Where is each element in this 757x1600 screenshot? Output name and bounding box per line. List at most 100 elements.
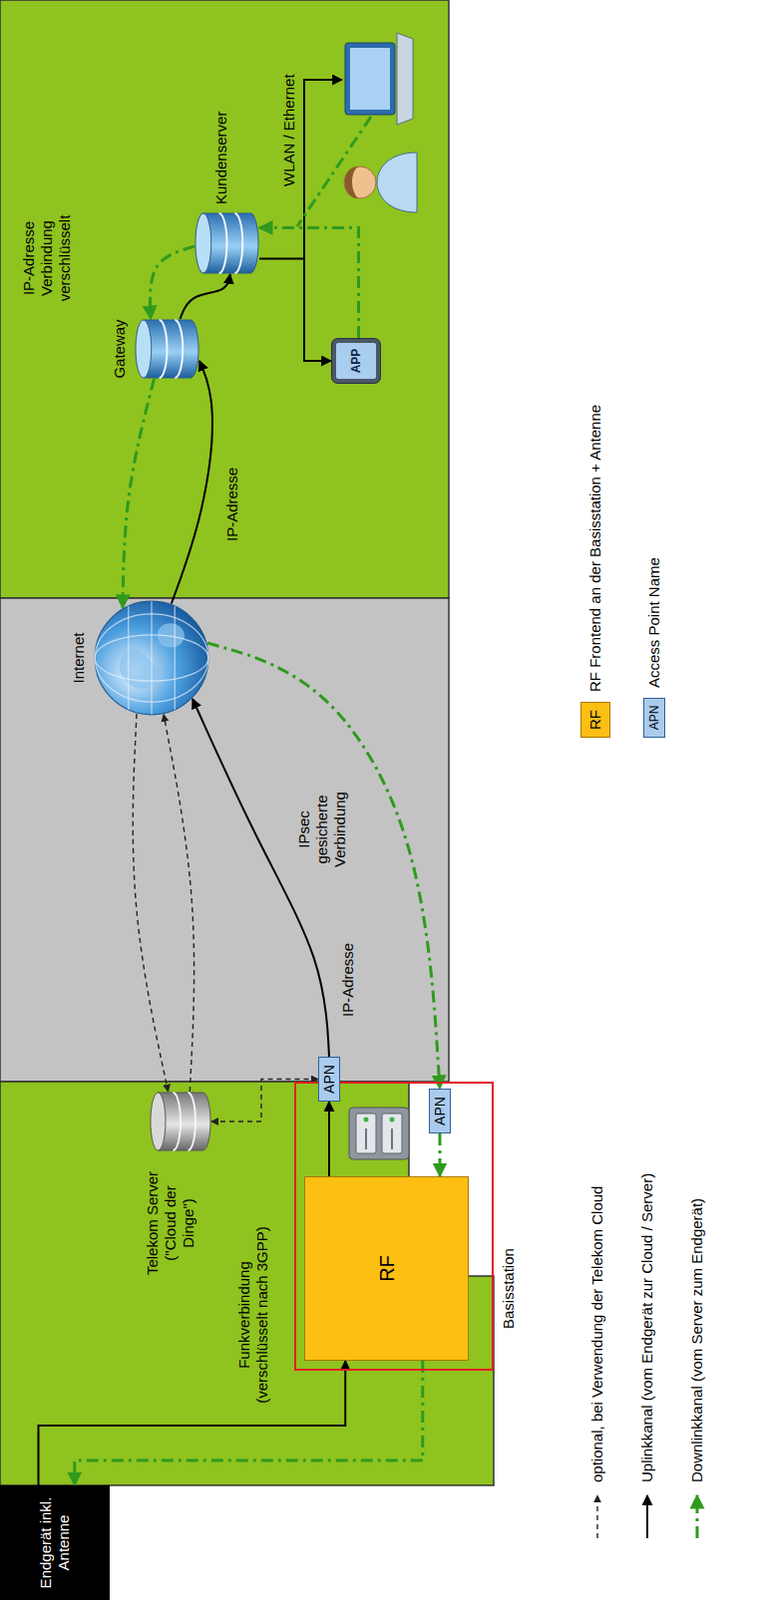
globe-icon [93, 600, 210, 717]
downlink-arrow [207, 643, 440, 1090]
server-slot [365, 1129, 368, 1150]
globe-parallel [127, 606, 129, 711]
node-cylblue: Kundenserver [194, 212, 260, 275]
database-cylinder [149, 1092, 212, 1152]
database-cylinder [134, 319, 200, 379]
cylinder-top [135, 320, 152, 379]
uplink-arrow [38, 1361, 347, 1487]
laptop-screen [345, 42, 395, 115]
laptop-display [350, 47, 390, 110]
downlink-arrow [150, 246, 195, 320]
node-label: Endgerät inkl. Antenne [36, 1494, 73, 1594]
legend-swatch: APN [643, 698, 666, 739]
laptop-icon [345, 32, 413, 125]
downlink-arrow [259, 228, 360, 340]
optional-arrow [163, 715, 195, 1093]
person-hair [345, 166, 360, 199]
server-drive [356, 1114, 377, 1154]
annotation-label: IP-Adresse [339, 943, 358, 1018]
phone-body [332, 339, 381, 384]
customer-panel [0, 0, 449, 599]
node-label: Gateway [110, 319, 129, 379]
uplink-arrow [192, 699, 330, 1058]
node-label: Telekom Server ("Cloud der Dinge") [143, 1159, 198, 1288]
legend-text: Downlinkkanal (vom Server zum Endgerät) [688, 1198, 707, 1484]
legend-text: Uplinkkanal (vom Endgerät zur Cloud / Se… [638, 1173, 657, 1484]
cylinder-band [172, 1093, 181, 1151]
laptop-base [396, 32, 413, 125]
node-label: RF [375, 1255, 399, 1283]
legend-item: APN Access Point Name [643, 557, 666, 739]
node-label: Kundenserver [212, 111, 231, 205]
downlink-arrow [122, 378, 155, 609]
downlink-arrow [74, 1361, 423, 1487]
node-label: Basisstation [499, 1248, 518, 1330]
legend-line-sample [588, 1493, 607, 1541]
globe-sphere [94, 601, 209, 716]
legend-line [696, 1496, 700, 1539]
node-label: APN [431, 1097, 448, 1127]
cylinder-band [234, 213, 243, 274]
legend-line [596, 1496, 598, 1539]
legend-item: Downlinkkanal (vom Server zum Endgerät) [688, 1198, 707, 1541]
uplink-arrow [180, 274, 231, 320]
node-label: Internet [69, 633, 88, 685]
legend-swatch: RF [580, 702, 611, 739]
node-apn: APN [428, 1089, 451, 1135]
server-drive [381, 1114, 402, 1154]
annotation-label: IP-Adresse Verbindung verschlüsselt [19, 209, 74, 308]
cylinder-band [188, 1093, 197, 1151]
cylinder-band [219, 213, 228, 274]
network-panel [0, 1082, 494, 1487]
node-frame: BasisstationRFAPNAPN [294, 1082, 494, 1372]
legend-line [646, 1496, 649, 1539]
swatch-label: APN [647, 706, 662, 732]
server-led [364, 1118, 370, 1124]
internet-panel [0, 598, 449, 1083]
node-phone: APP [331, 338, 381, 384]
annotation-label: IPsec gesicherte Verbindung [295, 784, 350, 875]
server-led [389, 1118, 395, 1124]
legend-text: RF Frontend an der Basisstation + Antenn… [586, 404, 605, 693]
node-cylgrey: Telekom Server ("Cloud der Dinge") [149, 1092, 212, 1152]
globe-parallel [174, 606, 176, 711]
node-apn: APN [318, 1057, 341, 1103]
legend-text: Access Point Name [645, 557, 664, 689]
server-slot [390, 1129, 393, 1150]
globe-land [119, 648, 162, 689]
uplink-arrow [259, 259, 332, 363]
node-label: APN [321, 1065, 338, 1095]
server-body [349, 1108, 409, 1160]
optional-arrow [132, 714, 168, 1093]
phone-screen [336, 343, 377, 379]
node-cylblue: Gateway [134, 319, 200, 379]
cylinder-band [159, 320, 168, 379]
legend-item: RF RF Frontend an der Basisstation + Ante… [580, 404, 611, 739]
optional-arrow [211, 1080, 319, 1124]
downlink-arrow [438, 1134, 442, 1177]
legend-text: optional, bei Verwendung der Telekom Clo… [588, 1186, 607, 1484]
legend-line-sample [638, 1493, 657, 1541]
uplink-arrow [328, 1102, 331, 1177]
uplink-arrow [171, 361, 213, 604]
annotation-label: Funkverbindung (verschlüsselt nach 3GPP) [235, 1217, 272, 1414]
node-black: Endgerät inkl. Antenne [0, 1486, 110, 1600]
person-body [377, 152, 417, 213]
legend-item: Uplinkkanal (vom Endgerät zur Cloud / Se… [638, 1173, 657, 1541]
lan-bus [304, 79, 343, 260]
swatch-label: RF [588, 710, 603, 731]
cylinder-top [150, 1093, 166, 1151]
cylinder-top [195, 213, 212, 274]
annotation-label: WLAN / Ethernet [280, 73, 299, 187]
cylinder-band [174, 320, 183, 379]
node-globe: Internet [93, 600, 210, 717]
person-head [344, 166, 377, 199]
node-rf: RF [304, 1176, 469, 1362]
node-label: APP [349, 349, 364, 375]
legend-item: optional, bei Verwendung der Telekom Clo… [588, 1186, 607, 1541]
globe-parallel [150, 601, 152, 716]
database-cylinder [194, 212, 260, 275]
person-icon [344, 152, 417, 213]
annotation-label: IP-Adresse [223, 467, 242, 542]
